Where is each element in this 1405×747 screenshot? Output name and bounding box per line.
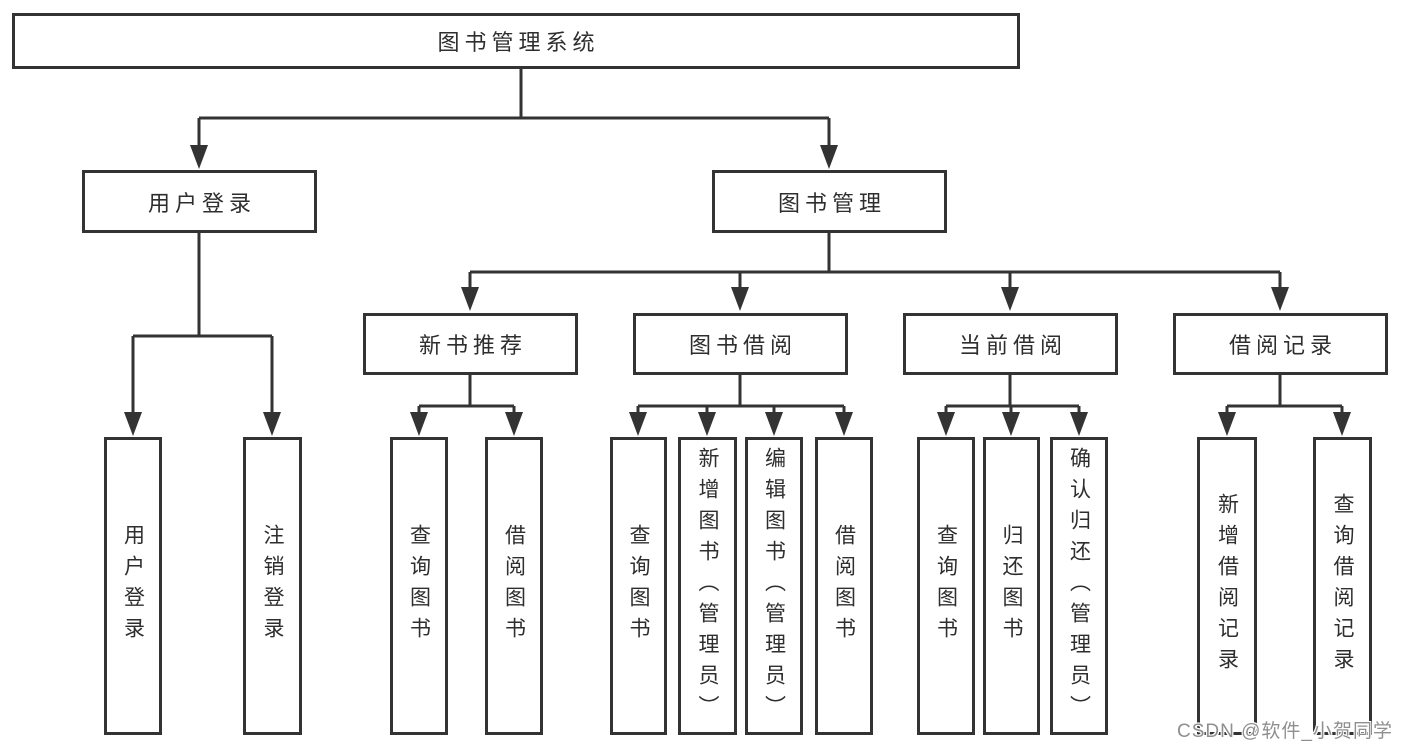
node-label: 新增图书（管理员） xyxy=(696,446,719,726)
arrowheads xyxy=(124,145,1351,436)
node-label: 编辑图书（管理员） xyxy=(762,446,786,726)
leaf-records-query-record: 查询借阅记录 xyxy=(1313,437,1372,735)
watermark-text: CSDN @软件_小贺同学 xyxy=(1177,721,1393,742)
node-label: 图书管理 xyxy=(777,190,886,216)
node-book-borrowing: 图书借阅 xyxy=(633,313,848,375)
node-book-management: 图书管理 xyxy=(712,170,947,233)
leaf-recommend-query-books: 查询图书 xyxy=(390,437,448,735)
node-new-book-recommend: 新书推荐 xyxy=(363,313,578,375)
leaf-logout: 注销登录 xyxy=(243,437,302,735)
leaf-borrowing-add-books-admin: 新增图书（管理员） xyxy=(678,437,737,735)
leaf-current-query-books: 查询图书 xyxy=(917,437,975,735)
node-user-login: 用户登录 xyxy=(82,170,317,233)
node-label: 查询图书 xyxy=(627,524,650,648)
node-borrowing-records: 借阅记录 xyxy=(1173,313,1388,375)
node-label: 用户登录 xyxy=(121,524,145,648)
node-label: 借阅图书 xyxy=(832,524,856,648)
node-label: 图书借阅 xyxy=(688,333,797,358)
node-label: 确认归还（管理员） xyxy=(1067,446,1091,726)
node-current-borrowing: 当前借阅 xyxy=(903,313,1118,375)
node-label: 归还图书 xyxy=(1000,524,1023,648)
node-label: 当前借阅 xyxy=(958,333,1067,358)
leaf-user-login: 用户登录 xyxy=(104,437,162,735)
node-label: 查询图书 xyxy=(407,524,431,648)
node-label: 新书推荐 xyxy=(418,333,527,358)
node-label: 查询借阅记录 xyxy=(1331,493,1354,679)
node-label: 新增借阅记录 xyxy=(1215,493,1239,679)
leaf-recommend-borrow-books: 借阅图书 xyxy=(485,437,543,735)
node-label: 借阅记录 xyxy=(1228,333,1337,358)
node-label: 图书管理系统 xyxy=(437,30,600,55)
node-label: 注销登录 xyxy=(261,524,284,648)
leaf-records-add-record: 新增借阅记录 xyxy=(1197,437,1257,735)
leaf-current-return-books: 归还图书 xyxy=(983,437,1040,735)
node-label: 查询图书 xyxy=(934,524,958,648)
node-root: 图书管理系统 xyxy=(12,13,1020,69)
leaf-current-confirm-return-admin: 确认归还（管理员） xyxy=(1050,437,1108,735)
node-label: 借阅图书 xyxy=(502,524,526,648)
leaf-borrowing-edit-books-admin: 编辑图书（管理员） xyxy=(745,437,803,735)
leaf-borrowing-query-books: 查询图书 xyxy=(610,437,667,735)
leaf-borrowing-borrow-books: 借阅图书 xyxy=(815,437,873,735)
node-label: 用户登录 xyxy=(147,190,256,216)
